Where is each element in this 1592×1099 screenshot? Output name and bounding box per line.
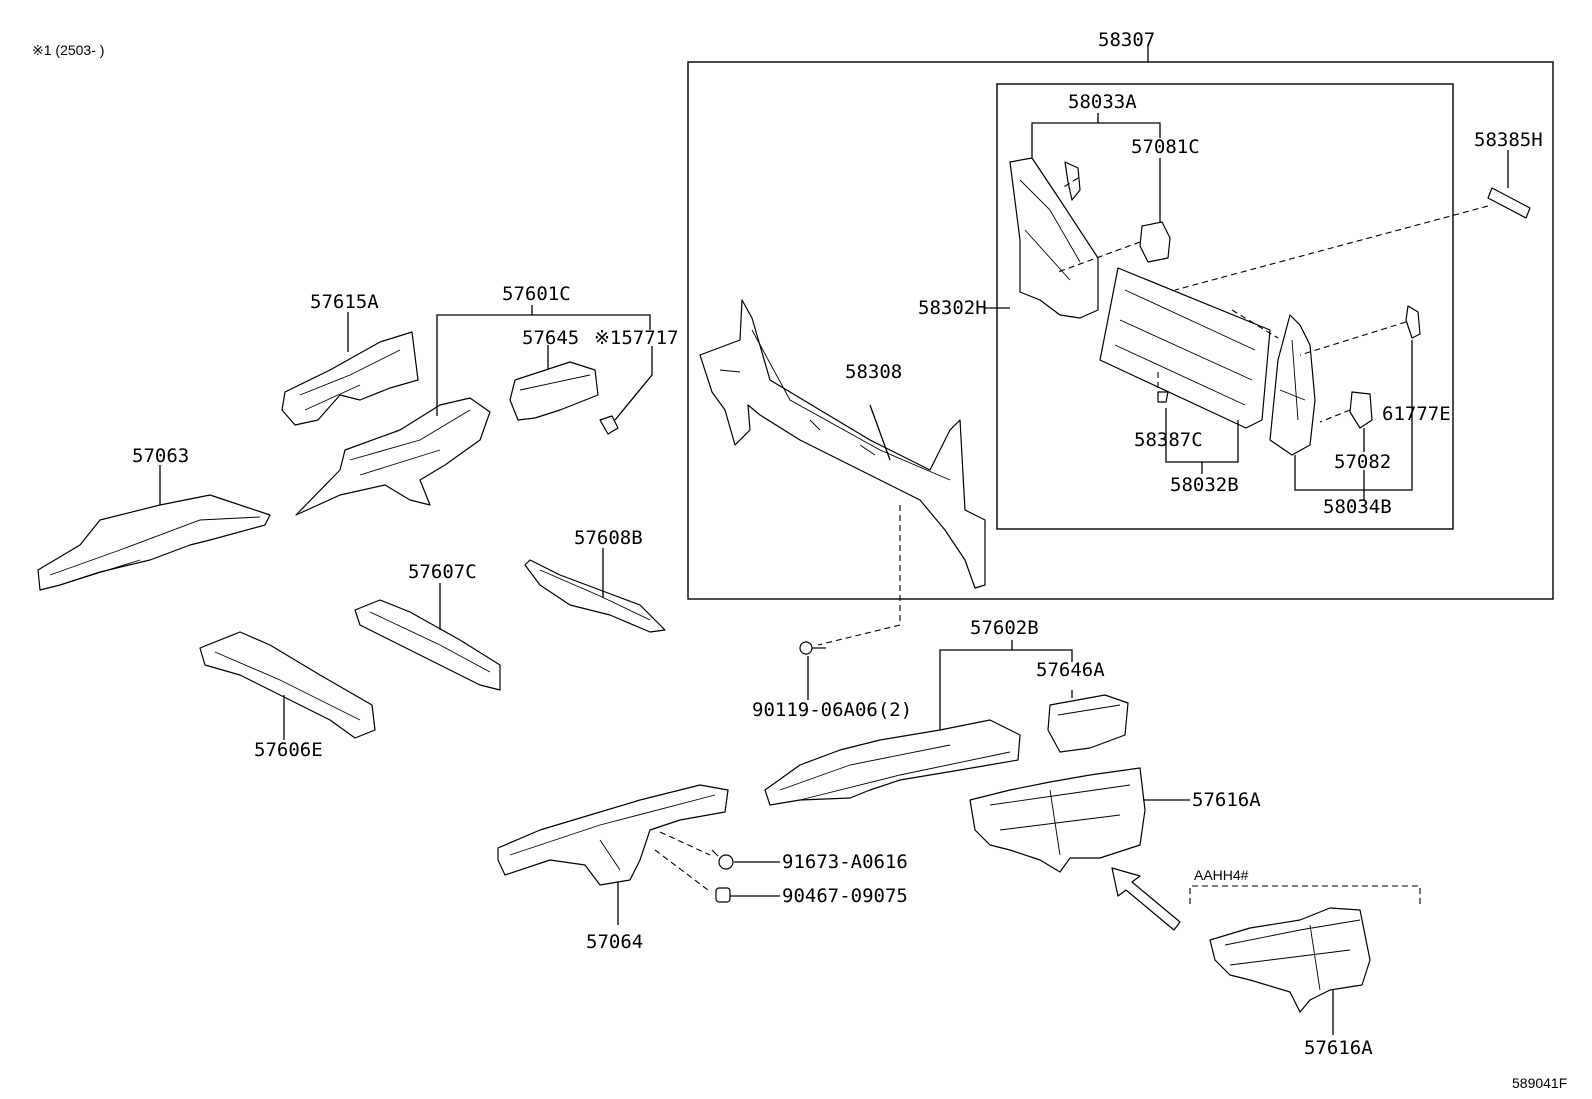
dash-61777E (1299, 321, 1407, 356)
leader-57602B (939, 640, 1073, 730)
part-58034B[interactable] (1269, 314, 1316, 456)
part-57616A-lower[interactable] (1209, 907, 1371, 1013)
label-58032B: 58032B (1170, 474, 1239, 496)
part-157717[interactable] (599, 415, 619, 435)
dash-58033A (1061, 177, 1079, 189)
part-57608B[interactable] (524, 559, 666, 633)
label-57601C: 57601C (502, 283, 571, 305)
part-57602B[interactable] (764, 719, 1021, 806)
part-58302H[interactable] (1009, 157, 1099, 319)
variant-label: AAHH4# (1194, 867, 1249, 883)
leader-157717 (614, 346, 653, 421)
diagram-code: 589041F (1512, 1075, 1567, 1091)
part-91673-bolt[interactable] (711, 849, 734, 870)
label-90119: 90119-06A06(2) (752, 699, 912, 721)
part-57615A[interactable] (281, 331, 419, 426)
part-57645[interactable] (509, 361, 599, 421)
part-90467-clip[interactable] (715, 887, 731, 903)
direction-arrow (1111, 867, 1181, 931)
label-58308: 58308 (845, 361, 902, 383)
part-61777E[interactable] (1405, 305, 1421, 339)
label-157717: ※157717 (594, 327, 679, 349)
part-58385H[interactable] (1487, 187, 1531, 219)
label-57616A-lower: 57616A (1304, 1037, 1373, 1059)
label-57608B: 57608B (574, 527, 643, 549)
label-57602B: 57602B (970, 617, 1039, 639)
label-57081C: 57081C (1131, 136, 1200, 158)
leader-58034B (1294, 340, 1413, 500)
header-note: ※1 (2503- ) (32, 42, 104, 58)
label-58033A: 58033A (1068, 91, 1137, 113)
label-57645: 57645 (522, 327, 579, 349)
label-61777E: 61777E (1382, 403, 1451, 425)
label-57646A: 57646A (1036, 659, 1105, 681)
part-58033A[interactable] (1064, 161, 1081, 201)
label-57064: 57064 (586, 931, 643, 953)
label-57082: 57082 (1334, 451, 1391, 473)
label-90467: 90467-09075 (782, 885, 908, 907)
label-57615A: 57615A (310, 291, 379, 313)
dash-91673 (659, 831, 711, 856)
part-57063[interactable] (37, 494, 271, 591)
dash-58385H (1174, 205, 1489, 291)
part-58308[interactable] (699, 299, 986, 589)
part-58387C[interactable] (1157, 391, 1169, 403)
label-57616A-upper: 57616A (1192, 789, 1261, 811)
dash-57082 (1319, 409, 1351, 423)
label-58302H: 58302H (918, 297, 987, 319)
assembly-box-58307 (687, 61, 1554, 600)
part-57616A-upper[interactable] (969, 767, 1146, 873)
variant-bracket (1189, 885, 1421, 904)
label-58385H: 58385H (1474, 129, 1543, 151)
leader-57601C (436, 305, 651, 416)
part-57064[interactable] (497, 784, 729, 886)
part-57606E[interactable] (199, 631, 376, 739)
part-57081C[interactable] (1139, 221, 1171, 263)
part-57601C[interactable] (295, 397, 491, 516)
leader-58032B (1165, 408, 1239, 474)
dash-57081C (1057, 241, 1141, 273)
label-57606E: 57606E (254, 739, 323, 761)
part-57646A[interactable] (1047, 694, 1129, 753)
label-58387C: 58387C (1134, 429, 1203, 451)
leader-58033A (1031, 113, 1161, 158)
subassembly-box-58302H (996, 83, 1454, 530)
label-91673: 91673-A0616 (782, 851, 908, 873)
label-57607C: 57607C (408, 561, 477, 583)
dash-90119 (817, 505, 901, 646)
part-57607C[interactable] (354, 599, 501, 691)
label-58034B: 58034B (1323, 496, 1392, 518)
dash-panel (1231, 309, 1279, 339)
label-58307: 58307 (1098, 29, 1155, 51)
label-57063: 57063 (132, 445, 189, 467)
leader-58308 (869, 404, 891, 461)
part-57082[interactable] (1349, 391, 1373, 429)
part-90119-bolt[interactable] (799, 641, 826, 655)
dash-90467 (654, 849, 709, 891)
part-58032B[interactable] (1099, 267, 1271, 429)
